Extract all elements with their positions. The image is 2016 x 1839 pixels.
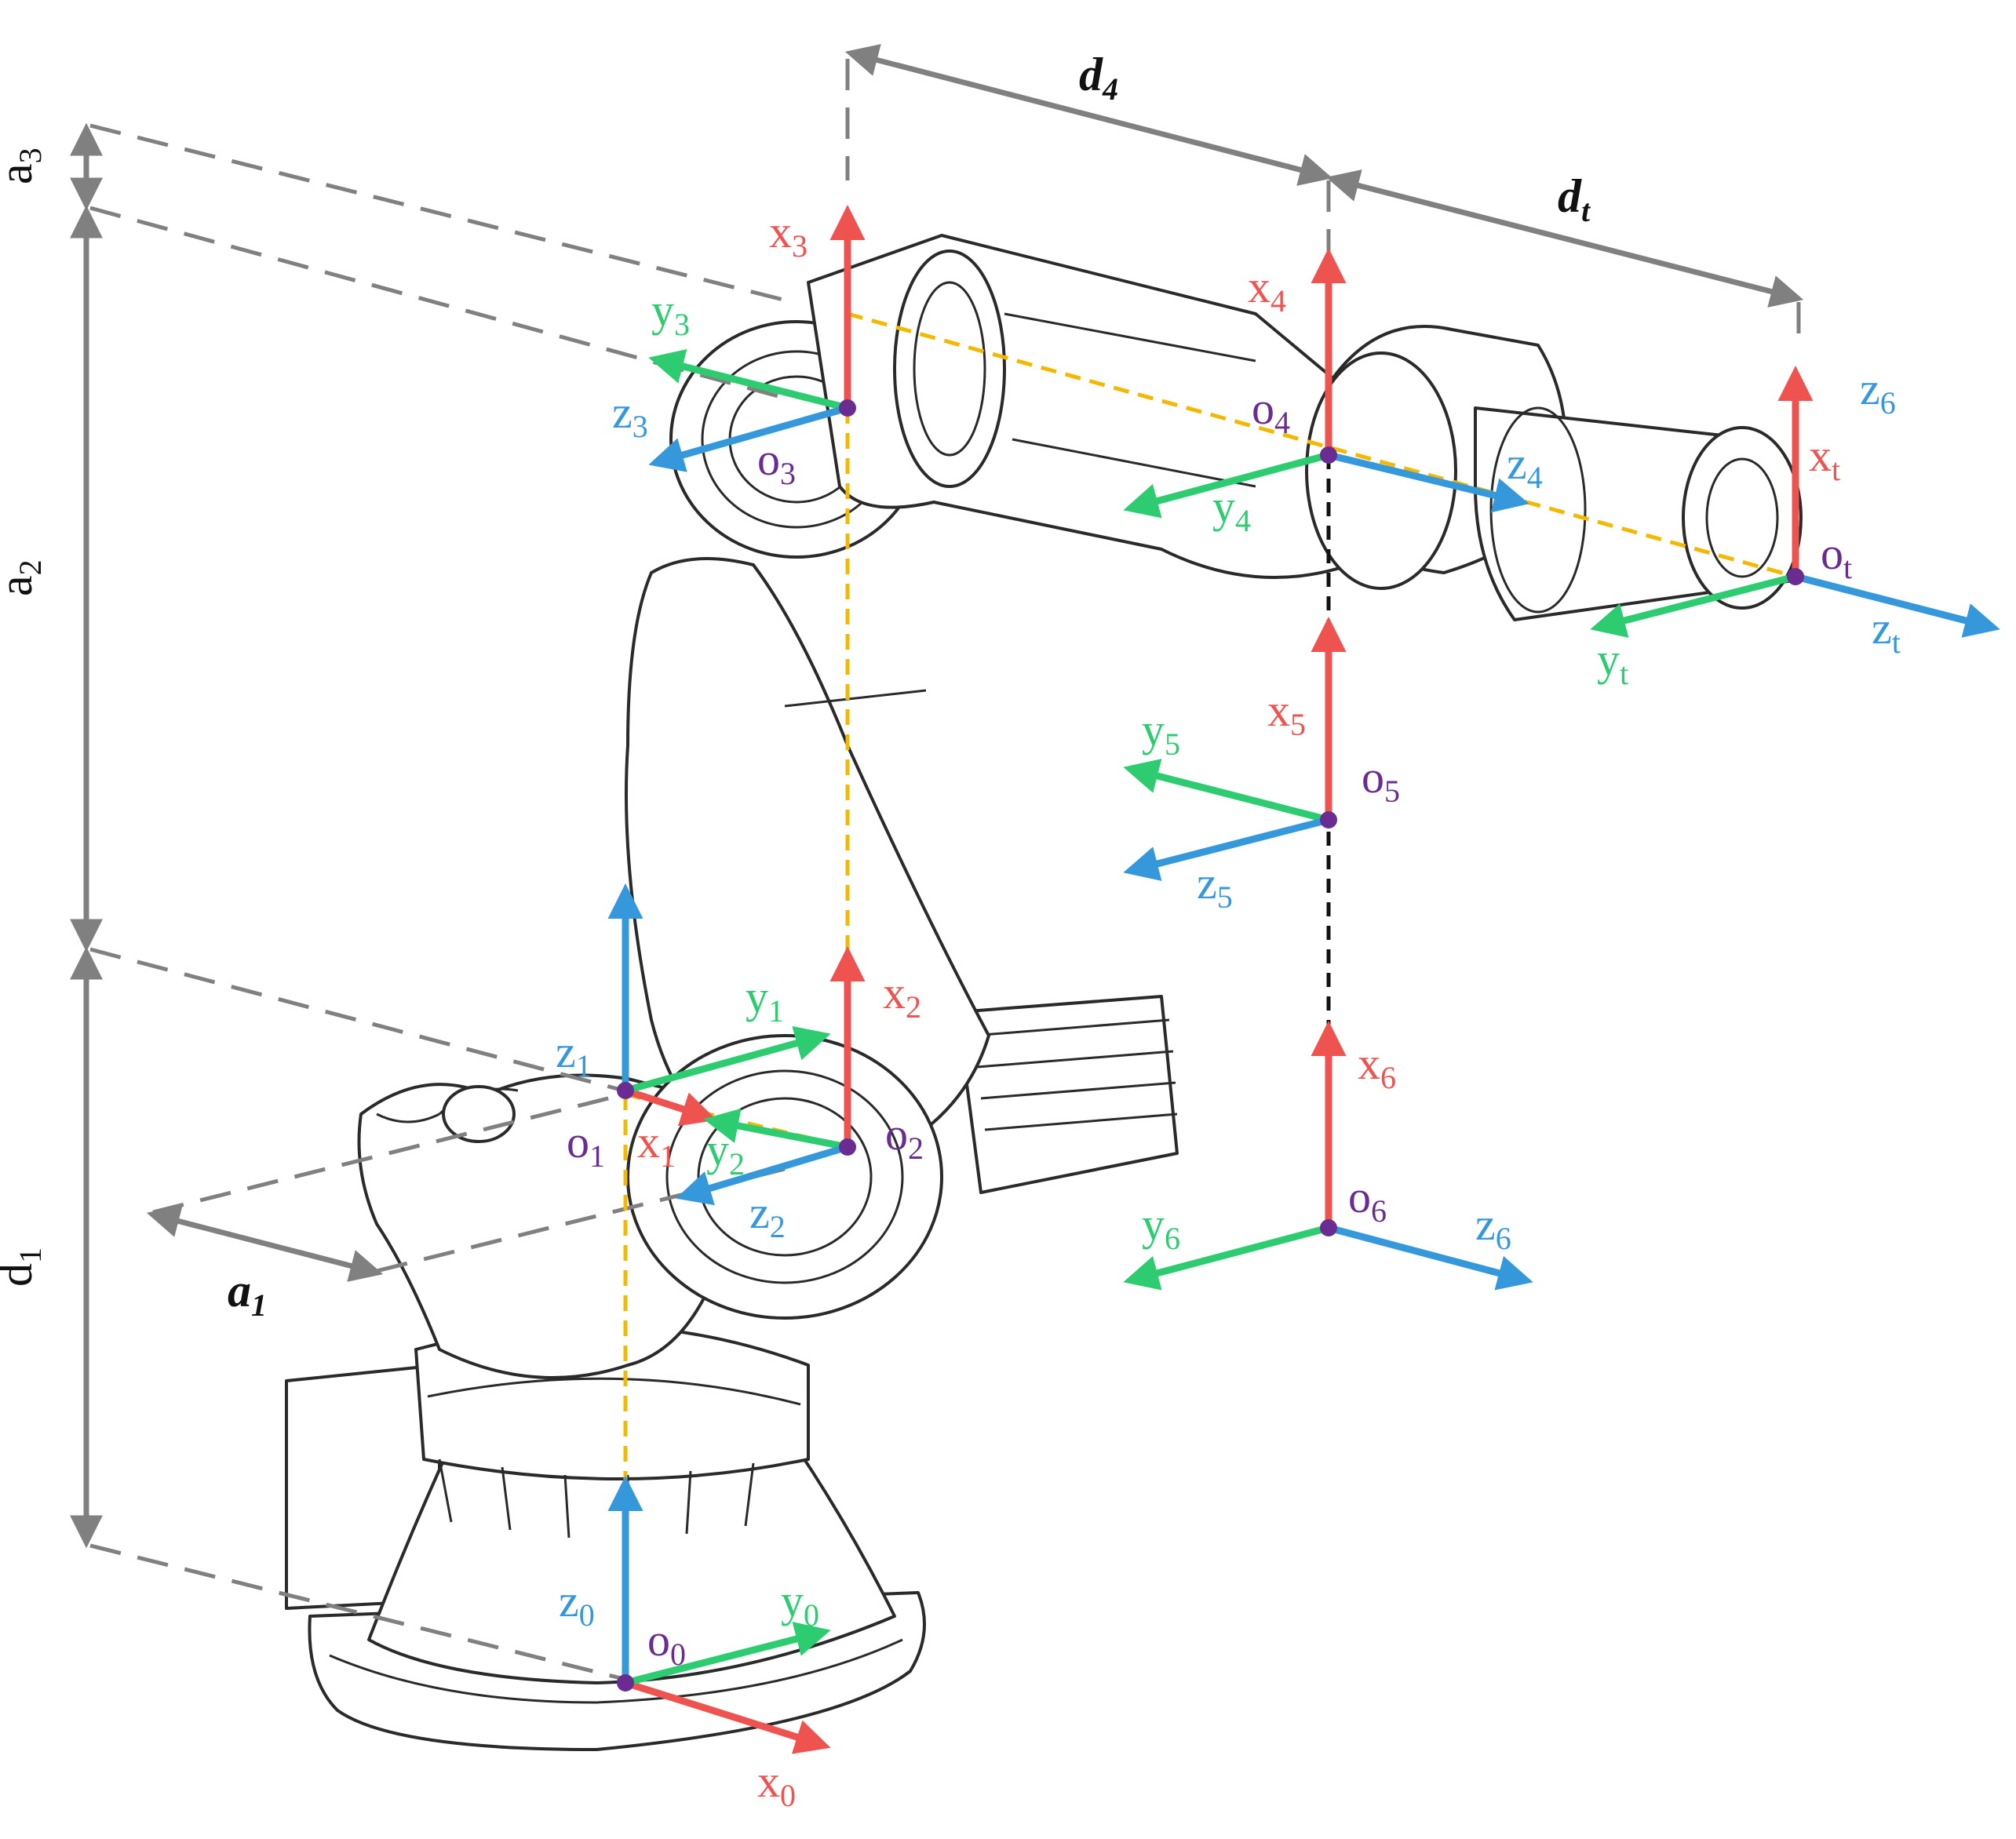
label-y2: y2 <box>706 1124 745 1182</box>
label-zt: zt <box>1872 603 1901 660</box>
label-x5: x5 <box>1267 685 1306 742</box>
label-x0: x0 <box>757 1756 796 1813</box>
label-y0: y0 <box>781 1575 819 1633</box>
axis-z2 <box>676 1143 849 1206</box>
shoulder-cap <box>442 1085 516 1143</box>
label-o1: o1 <box>567 1116 605 1174</box>
label-o0: o0 <box>647 1615 686 1672</box>
label-o5: o5 <box>1362 752 1400 809</box>
label-y1: y1 <box>746 971 784 1029</box>
origin-dot-6 <box>1320 1219 1337 1236</box>
label-o6: o6 <box>1348 1171 1387 1229</box>
dim-a3-label: a3 <box>0 147 48 184</box>
frame-axes <box>607 205 2000 1754</box>
label-x6: x6 <box>1358 1038 1396 1095</box>
label-x4: x4 <box>1248 261 1286 319</box>
dimension-lines <box>70 44 1804 1681</box>
axis-yt <box>1590 573 1797 638</box>
ext-d1-top <box>89 947 625 1093</box>
axis-y2 <box>703 1108 848 1151</box>
label-o4: o4 <box>1252 383 1290 440</box>
axis-x1 <box>624 1087 717 1127</box>
axis-y1 <box>624 1025 831 1094</box>
axis-z6 <box>1327 1224 1533 1291</box>
label-z2: z2 <box>749 1187 786 1244</box>
axis-y4 <box>1123 451 1330 519</box>
label-x2: x2 <box>883 967 921 1025</box>
axis-y6 <box>1123 1224 1330 1291</box>
origin-dot-2 <box>839 1138 856 1156</box>
dim-d4-arrow <box>844 44 1333 186</box>
axis-z5 <box>1123 816 1330 881</box>
label-z6-tool: z6 <box>1860 363 1896 421</box>
label-z6: z6 <box>1475 1199 1511 1256</box>
origin-dot-5 <box>1320 811 1337 828</box>
dim-a1-arrow <box>146 1205 384 1282</box>
origin-dot-0 <box>617 1674 634 1692</box>
dimension-labels: a3 a2 d1 a1 d4 dt <box>0 49 1591 1323</box>
link-line-3-t <box>847 311 1796 579</box>
label-ot: ot <box>1821 528 1852 585</box>
tool-flange-face <box>1682 426 1803 610</box>
origin-dot-4 <box>1320 446 1337 464</box>
label-z0: z0 <box>559 1575 595 1633</box>
axis-y0 <box>624 1622 831 1687</box>
axis-zt <box>1794 573 2000 638</box>
robot-body <box>285 234 1803 1751</box>
label-o2: o2 <box>885 1109 924 1166</box>
base-cone <box>367 1434 896 1684</box>
dim-d4-label: d4 <box>1079 49 1118 107</box>
dim-a1-label: a1 <box>228 1265 267 1323</box>
label-y4: y4 <box>1212 481 1251 538</box>
ext-a3-top <box>89 123 793 304</box>
label-z5: z5 <box>1197 858 1233 915</box>
axis-z4 <box>1327 451 1529 513</box>
dim-d1-label: d1 <box>0 1247 48 1287</box>
origin-dot-1 <box>617 1082 634 1099</box>
label-x3: x3 <box>769 206 807 264</box>
forearm-flange <box>893 249 1006 488</box>
origin-dot-3 <box>839 399 856 417</box>
ext-a1-top <box>152 1092 625 1214</box>
axis2-motor <box>956 995 1179 1194</box>
axis-x0 <box>624 1679 831 1754</box>
label-x1: x1 <box>637 1116 676 1174</box>
origin-dot-t <box>1787 568 1804 585</box>
label-y5: y5 <box>1142 705 1180 762</box>
ext-d1-bottom <box>89 1543 625 1681</box>
label-z1: z1 <box>556 1026 592 1083</box>
dim-a2-label: a2 <box>0 559 48 596</box>
dim-dt-label: dt <box>1558 170 1591 228</box>
label-yt: yt <box>1597 634 1628 691</box>
axis-y3 <box>648 349 849 412</box>
label-o3: o3 <box>757 434 796 491</box>
dim-dt-arrow <box>1325 169 1804 308</box>
label-y3: y3 <box>651 285 690 342</box>
frame-labels: x0 y0 z0 o0 x1 y1 z1 o1 x2 y2 z2 o2 x3 y… <box>556 206 1901 1813</box>
label-z3: z3 <box>612 387 648 444</box>
label-y6: y6 <box>1142 1199 1180 1256</box>
ext-a3-bottom <box>89 206 793 402</box>
axis-y5 <box>1123 759 1330 824</box>
label-z4: z4 <box>1507 438 1543 495</box>
frame-origins <box>617 399 1804 1692</box>
label-xt: xt <box>1809 430 1840 487</box>
axis-z3 <box>648 404 849 472</box>
